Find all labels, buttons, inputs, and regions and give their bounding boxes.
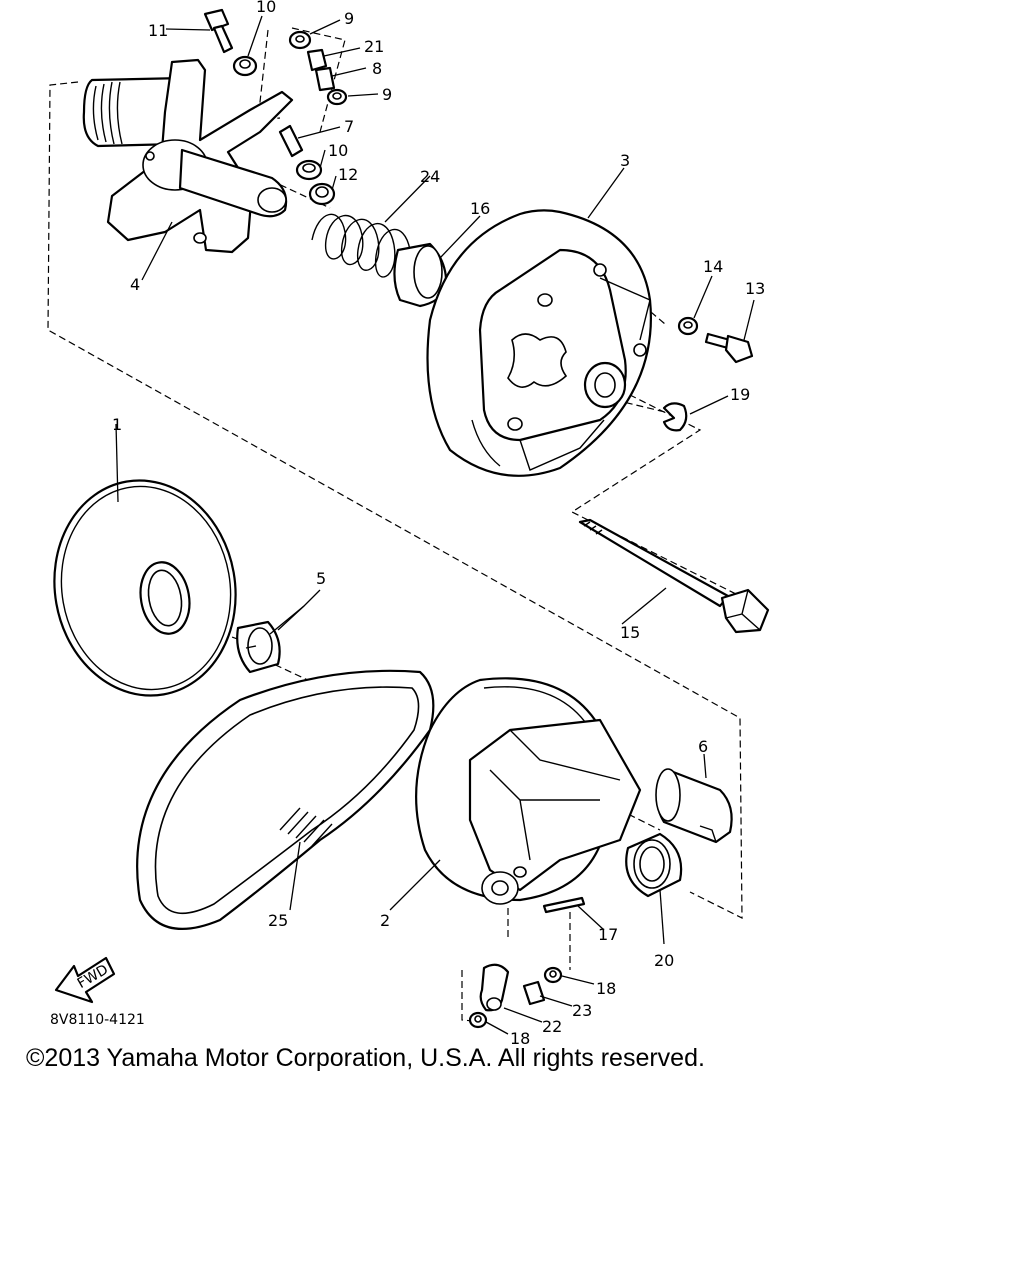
fwd-arrow-icon: FWD: [54, 956, 116, 1004]
callout-10-lower: 10: [328, 141, 348, 160]
callout-10-top: 10: [256, 0, 276, 16]
roller-weight-parts: [203, 8, 348, 206]
slider-part-5: [236, 620, 281, 674]
bushing-part-16: [393, 242, 448, 308]
diagram-code: 8V8110-4121: [50, 1012, 145, 1028]
callout-1: 1: [112, 415, 122, 434]
callout-21: 21: [364, 37, 384, 56]
callout-numbers: 11 10 9 21 8 9 7 10 12 24 16 3 4 14 13 1…: [112, 0, 765, 1048]
cover-hardware: [662, 316, 754, 432]
callout-22: 22: [542, 1017, 562, 1036]
exploded-parts-diagram: 11 10 9 21 8 9 7 10 12 24 16 3 4 14 13 1…: [47, 0, 770, 1048]
spider-hub-part-4: [82, 58, 294, 254]
callout-5: 5: [316, 569, 326, 588]
callout-14: 14: [703, 257, 723, 276]
callout-24: 24: [420, 167, 440, 186]
callout-23: 23: [572, 1001, 592, 1020]
callout-15: 15: [620, 623, 640, 642]
callout-17: 17: [598, 925, 618, 944]
callout-18-right: 18: [596, 979, 616, 998]
callout-19: 19: [730, 385, 750, 404]
callout-3: 3: [620, 151, 630, 170]
callout-9-lower: 9: [382, 85, 392, 104]
callout-12: 12: [338, 165, 358, 184]
callout-2: 2: [380, 911, 390, 930]
cover-part-3: [426, 209, 652, 477]
callout-25: 25: [268, 911, 288, 930]
callout-18-left: 18: [510, 1029, 530, 1048]
sleeve-part-6: [655, 768, 733, 844]
weight-arm-parts: [468, 896, 586, 1029]
copyright-notice: ©2013 Yamaha Motor Corporation, U.S.A. A…: [26, 1044, 705, 1072]
callout-7: 7: [344, 117, 354, 136]
bolt-part-15: [578, 518, 770, 634]
callout-8: 8: [372, 59, 382, 78]
sheave-disc-part-1: [53, 479, 237, 697]
callout-13: 13: [745, 279, 765, 298]
callout-20: 20: [654, 951, 674, 970]
callout-leaders: [115, 15, 755, 1035]
callout-16: 16: [470, 199, 490, 218]
callout-9-top: 9: [344, 9, 354, 28]
seal-ring-part-20: [625, 832, 683, 898]
callout-11: 11: [148, 21, 168, 40]
housing-part-2: [415, 677, 642, 905]
callout-6: 6: [698, 737, 708, 756]
callout-4: 4: [130, 275, 140, 294]
spring-part-24: [311, 213, 411, 278]
drive-belt-part-25: [136, 669, 435, 931]
